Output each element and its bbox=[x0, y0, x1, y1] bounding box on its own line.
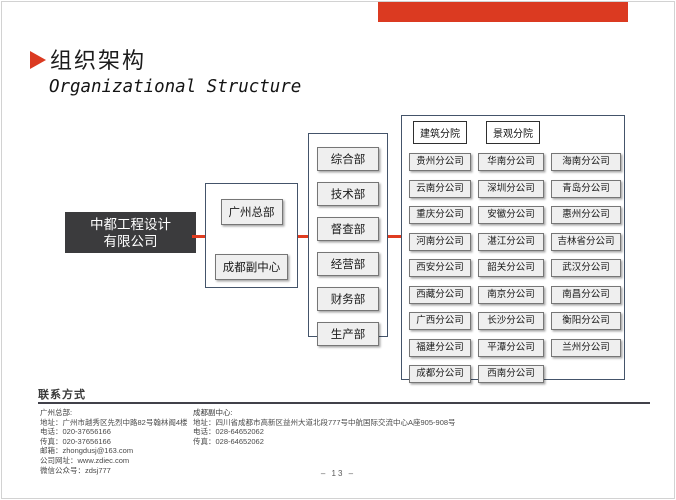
branch-box: 南京分公司 bbox=[478, 285, 544, 304]
contact-line: 邮箱：zhongdusj@163.com bbox=[40, 446, 134, 456]
branch-box: 青岛分公司 bbox=[551, 179, 621, 198]
branch-box: 兰州分公司 bbox=[551, 338, 621, 357]
page-number: – 13 – bbox=[320, 469, 356, 478]
contact-chengdu-lines: 地址：四川省成都市高新区益州大道北段777号中航国际交流中心A座905-908号… bbox=[193, 418, 633, 447]
department-box: 督查部 bbox=[317, 217, 379, 241]
branches-group: 建筑分院景观分院 贵州分公司华南分公司海南分公司云南分公司深圳分公司青岛分公司重… bbox=[401, 115, 625, 383]
division-box: 景观分院 bbox=[486, 121, 540, 144]
page-title: 组织架构 bbox=[50, 48, 147, 73]
contact-chengdu-title: 成都副中心: bbox=[193, 408, 233, 417]
branch-box: 河南分公司 bbox=[409, 232, 471, 251]
department-box: 经营部 bbox=[317, 252, 379, 276]
branch-box: 重庆分公司 bbox=[409, 206, 471, 224]
branch-box: 广西分公司 bbox=[409, 312, 471, 330]
branch-box: 平潭分公司 bbox=[478, 338, 544, 357]
contact-heading: 联系方式 bbox=[38, 389, 86, 401]
branch-box: 武汉分公司 bbox=[551, 259, 621, 277]
branch-box: 湛江分公司 bbox=[478, 232, 544, 251]
contact-line: 传真：020-37656166 bbox=[40, 436, 111, 446]
branch-box: 成都分公司 bbox=[409, 365, 471, 383]
headquarters-group: 广州总部成都副中心 bbox=[205, 183, 298, 288]
branch-box: 福建分公司 bbox=[409, 338, 471, 357]
branch-box: 华南分公司 bbox=[478, 153, 544, 171]
branch-box: 西安分公司 bbox=[409, 259, 471, 277]
branch-box: 深圳分公司 bbox=[478, 179, 544, 198]
branch-box: 南昌分公司 bbox=[551, 285, 621, 304]
departments-group: 综合部技术部督查部经营部财务部生产部 bbox=[308, 133, 388, 346]
branch-box: 长沙分公司 bbox=[478, 312, 544, 330]
contact-line: 传真：028-64652062 bbox=[193, 436, 264, 446]
branch-box: 惠州分公司 bbox=[551, 206, 621, 224]
branch-box: 贵州分公司 bbox=[409, 153, 471, 171]
department-box: 财务部 bbox=[317, 287, 379, 311]
connector-departments-to-branches bbox=[379, 235, 409, 238]
contact-line: 微信公众号：zdsj777 bbox=[40, 465, 111, 475]
branch-box: 云南分公司 bbox=[409, 179, 471, 198]
contact-line: 地址：广州市越秀区先烈中路82号翰林阁4楼 bbox=[40, 417, 188, 427]
contact-divider bbox=[38, 402, 650, 404]
division-box: 建筑分院 bbox=[413, 121, 467, 144]
department-box: 综合部 bbox=[317, 147, 379, 171]
branch-box: 吉林省分公司 bbox=[551, 232, 621, 251]
department-box: 技术部 bbox=[317, 182, 379, 206]
contact-chengdu: 成都副中心: 地址：四川省成都市高新区益州大道北段777号中航国际交流中心A座9… bbox=[193, 408, 633, 446]
branches-grid: 贵州分公司华南分公司海南分公司云南分公司深圳分公司青岛分公司重庆分公司安徽分公司… bbox=[409, 153, 624, 383]
contact-guangzhou: 广州总部: 地址：广州市越秀区先烈中路82号翰林阁4楼电话：020-376561… bbox=[40, 408, 190, 475]
branch-box: 韶关分公司 bbox=[478, 259, 544, 277]
title-arrow-icon bbox=[30, 51, 46, 69]
contact-line: 公司网址：www.zdiec.com bbox=[40, 455, 130, 465]
headquarters-box: 成都副中心 bbox=[214, 254, 289, 280]
branch-box: 衡阳分公司 bbox=[551, 312, 621, 330]
page-subtitle: Organizational Structure bbox=[49, 76, 302, 97]
org-root-line2: 有限公司 bbox=[103, 233, 158, 249]
department-box: 生产部 bbox=[317, 322, 379, 346]
divisions-row: 建筑分院景观分院 bbox=[413, 121, 624, 144]
org-root-box: 中都工程设计 有限公司 bbox=[65, 212, 196, 253]
branch-box: 海南分公司 bbox=[551, 153, 621, 171]
contact-guangzhou-title: 广州总部: bbox=[40, 408, 73, 417]
branch-box: 西藏分公司 bbox=[409, 285, 471, 304]
headquarters-box: 广州总部 bbox=[220, 199, 283, 225]
top-accent-bar bbox=[378, 2, 628, 22]
connector-root-to-hq bbox=[192, 235, 213, 238]
branch-box: 西南分公司 bbox=[478, 365, 544, 383]
branch-box: 安徽分公司 bbox=[478, 206, 544, 224]
org-root-line1: 中都工程设计 bbox=[90, 216, 171, 232]
contact-line: 电话：020-37656166 bbox=[40, 427, 111, 437]
contact-line: 电话：028-64652062 bbox=[193, 427, 264, 437]
connector-hq-to-departments bbox=[289, 235, 317, 238]
contact-line: 地址：四川省成都市高新区益州大道北段777号中航国际交流中心A座905-908号 bbox=[193, 417, 456, 427]
